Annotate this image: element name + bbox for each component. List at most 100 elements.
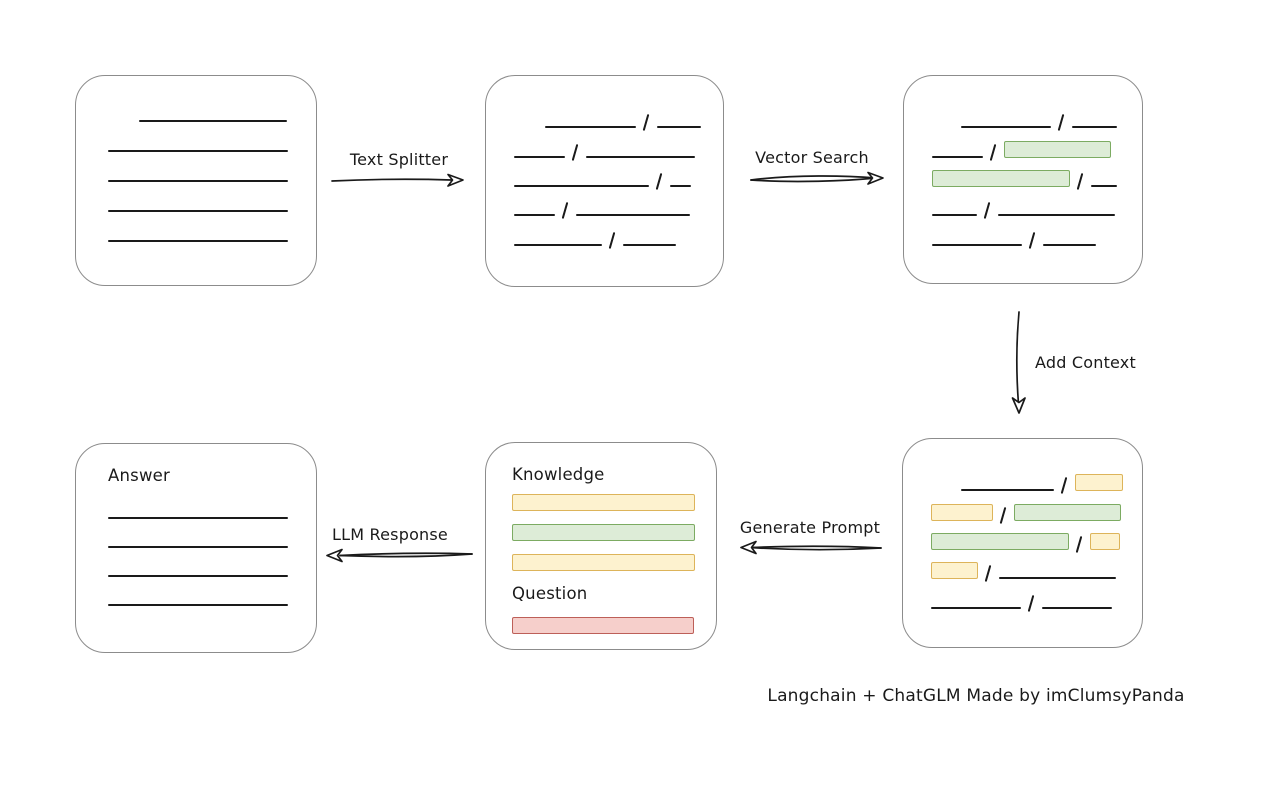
green-chunk (1014, 504, 1121, 521)
text-splitter-label: Text Splitter (349, 150, 449, 169)
green-chunk (932, 170, 1070, 187)
matched-chunks-content (904, 76, 1142, 283)
llm-response-label: LLM Response (332, 525, 448, 544)
indent (108, 121, 139, 122)
chunk-row (108, 486, 288, 519)
yellow-chunk (512, 494, 695, 511)
yellow-chunk (512, 554, 695, 571)
context-chunks-box (902, 438, 1143, 648)
add-context-label: Add Context (1035, 353, 1136, 372)
text-line (514, 156, 565, 158)
chunk-separator (1028, 232, 1037, 249)
chunk-separator (989, 144, 998, 161)
text-line (108, 150, 288, 152)
red-chunk (512, 617, 694, 634)
text-line (545, 126, 636, 128)
text-line (1043, 244, 1096, 246)
text-line (514, 214, 555, 216)
split-chunks-box (485, 75, 724, 287)
chunk-row (514, 128, 697, 158)
chunk-separator (1027, 595, 1036, 612)
text-line (108, 240, 288, 242)
chunk-separator (561, 202, 570, 219)
chunk-row (931, 491, 1121, 521)
text-line (586, 156, 695, 158)
chunk-row (514, 216, 697, 246)
chunk-separator (1057, 114, 1066, 131)
text-line (108, 210, 288, 212)
text-line (139, 120, 287, 122)
chunk-separator (655, 173, 664, 190)
chunk-row (108, 152, 288, 182)
text-line (108, 604, 288, 606)
text-line (623, 244, 676, 246)
chunk-row (932, 216, 1116, 246)
yellow-chunk (1090, 533, 1120, 550)
chunk-separator (1060, 477, 1069, 494)
text-line (514, 185, 649, 187)
add-context-arrow (1011, 311, 1026, 414)
text-line (670, 185, 691, 187)
text-line (999, 577, 1116, 579)
box-label: Knowledge (512, 465, 605, 485)
chunk-row (932, 158, 1117, 187)
source-document-box (75, 75, 317, 286)
yellow-chunk (931, 504, 993, 521)
text-line (108, 180, 288, 182)
chunk-row (932, 128, 1116, 158)
generate-prompt-arrow (740, 540, 882, 555)
chunk-row (512, 511, 695, 541)
vector-search-arrow (750, 171, 884, 185)
chunk-row (512, 485, 695, 511)
chunk-row (514, 98, 701, 131)
text-line (1072, 126, 1117, 128)
chunk-row (512, 541, 695, 571)
text-line (576, 214, 690, 216)
chunk-row (108, 519, 288, 548)
text-line (932, 244, 1022, 246)
text-splitter-arrow (331, 173, 464, 187)
chunk-separator (984, 565, 993, 582)
chunk-row (932, 187, 1116, 216)
text-line (961, 489, 1054, 491)
text-line (931, 607, 1021, 609)
box-label: Answer (108, 466, 170, 486)
llm-response-arrow (326, 548, 473, 563)
chunk-row (108, 577, 288, 606)
chunk-row (108, 548, 288, 577)
chunk-row (931, 521, 1120, 553)
chunk-row: Answer (108, 460, 288, 486)
text-line (932, 214, 977, 216)
vector-search-label: Vector Search (755, 148, 869, 167)
green-chunk (931, 533, 1069, 550)
chunk-row (514, 187, 697, 216)
text-line (108, 517, 288, 519)
chunk-row: Knowledge (512, 459, 694, 485)
green-chunk (512, 524, 695, 541)
chunk-separator (608, 232, 617, 249)
matched-chunks-box (903, 75, 1143, 284)
generate-prompt-label: Generate Prompt (739, 518, 881, 537)
split-chunks-content (486, 76, 723, 286)
chunk-separator (983, 202, 992, 219)
chunk-row (514, 158, 697, 187)
green-chunk (1004, 141, 1111, 158)
yellow-chunk (931, 562, 978, 579)
yellow-chunk (1075, 474, 1123, 491)
context-chunks-content (903, 439, 1142, 647)
chunk-separator (571, 144, 580, 161)
text-line (514, 244, 602, 246)
chunk-row (932, 98, 1117, 131)
text-line (961, 126, 1051, 128)
chunk-separator (1075, 536, 1084, 553)
chunk-row (108, 182, 288, 212)
chunk-separator (642, 114, 651, 131)
chunk-row (108, 92, 288, 122)
text-line (108, 546, 288, 548)
chunk-row (108, 212, 288, 242)
indent (514, 127, 545, 128)
chunk-row (931, 579, 1116, 609)
